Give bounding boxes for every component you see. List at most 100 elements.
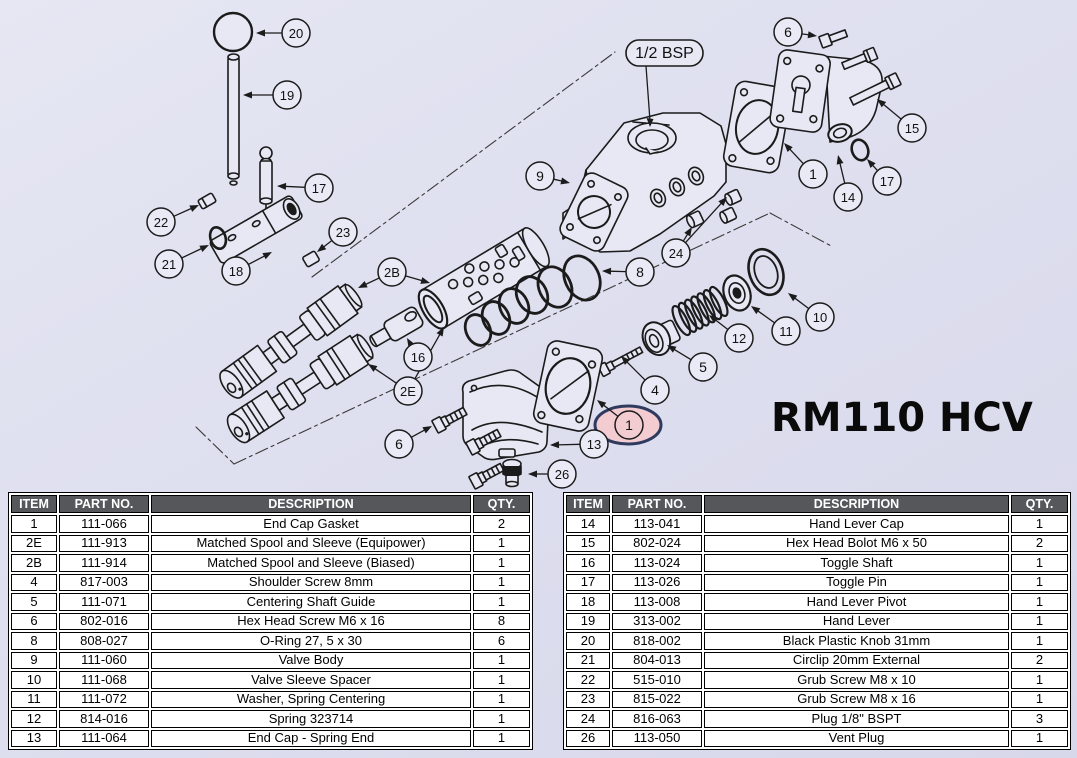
table-cell: 16 [566,554,610,572]
callout-5: 5 [667,345,718,382]
callout-22: 22 [146,205,199,237]
table-cell: 8 [11,632,57,650]
table-cell: Matched Spool and Sleeve (Equipower) [151,534,471,552]
part-grub-screw-22 [197,192,217,210]
table-cell: 804-013 [612,651,702,669]
table-cell: 1 [473,710,530,728]
part-hand-lever-cap [769,49,883,143]
table-cell: End Cap - Spring End [151,729,471,747]
table-cell: 24 [566,710,610,728]
callout-21: 21 [154,245,209,279]
table-cell: 802-024 [612,534,702,552]
table-cell: 2B [11,554,57,572]
column-header: QTY. [473,495,530,513]
part-valve-sleeve [417,227,550,330]
table-cell: 1 [1011,690,1068,708]
table-cell: 111-066 [59,515,149,533]
table-cell: 111-072 [59,690,149,708]
svg-text:12: 12 [732,331,746,346]
part-spring [671,285,729,337]
table-cell: 1 [473,573,530,591]
svg-text:18: 18 [229,264,243,279]
table-cell: Matched Spool and Sleeve (Biased) [151,554,471,572]
callout-19: 19 [243,80,302,110]
table-cell: Hand Lever [704,612,1009,630]
table-cell: Plug 1/8" BSPT [704,710,1009,728]
table-cell: 10 [11,671,57,689]
table-cell: 111-060 [59,651,149,669]
svg-text:26: 26 [555,467,569,482]
callout-13: 13 [550,429,609,459]
table-cell: Toggle Shaft [704,554,1009,572]
column-header: ITEM [566,495,610,513]
table-cell: 18 [566,593,610,611]
table-cell: 1 [1011,632,1068,650]
table-cell: 113-041 [612,515,702,533]
table-cell: 111-071 [59,593,149,611]
svg-text:1: 1 [625,417,633,433]
table-cell: 113-008 [612,593,702,611]
table-cell: 111-064 [59,729,149,747]
table-cell: Valve Sleeve Spacer [151,671,471,689]
part-end-cap-gasket-bottom [532,340,604,432]
svg-text:6: 6 [395,436,403,452]
port-size-callout: 1/2 BSP [625,39,704,127]
callout-2B: 2B [358,257,430,288]
table-cell: 1 [11,515,57,533]
part-valve-body [559,112,743,253]
table-cell: 13 [11,729,57,747]
table-cell: 1 [473,651,530,669]
table-cell: Grub Screw M8 x 10 [704,671,1009,689]
table-cell: 14 [566,515,610,533]
part-hand-lever [227,53,240,186]
table-cell: 1 [1011,612,1068,630]
svg-text:21: 21 [162,257,176,272]
table-cell: 12 [11,710,57,728]
table-cell: 111-068 [59,671,149,689]
svg-text:8: 8 [636,264,644,280]
part-toggle-shaft [369,306,424,348]
column-header: PART NO. [612,495,702,513]
part-circlip [208,225,228,251]
part-washer [722,274,752,312]
table-cell: 113-024 [612,554,702,572]
table-cell: Valve Body [151,651,471,669]
table-cell: 817-003 [59,573,149,591]
table-cell: 9 [11,651,57,669]
table-cell: 15 [566,534,610,552]
callout-15: 15 [877,99,927,143]
svg-text:11: 11 [779,324,793,339]
table-cell: Circlip 20mm External [704,651,1009,669]
part-hex-screw-top [818,29,849,49]
table-cell: 111-914 [59,554,149,572]
callout-4: 4 [621,356,670,405]
svg-text:16: 16 [411,350,425,365]
table-cell: 6 [473,632,530,650]
svg-text:10: 10 [813,310,827,325]
part-hand-lever-pivot [209,195,303,264]
svg-text:2E: 2E [400,384,416,399]
callout-12: 12 [709,315,754,353]
table-cell: 113-050 [612,729,702,747]
table-cell: 2 [1011,651,1068,669]
table-cell: 19 [566,612,610,630]
table-cell: 5 [11,593,57,611]
svg-text:17: 17 [312,181,326,196]
part-sleeve-spacer [747,247,785,297]
table-cell: 815-022 [612,690,702,708]
callout-17: 17 [277,173,334,203]
